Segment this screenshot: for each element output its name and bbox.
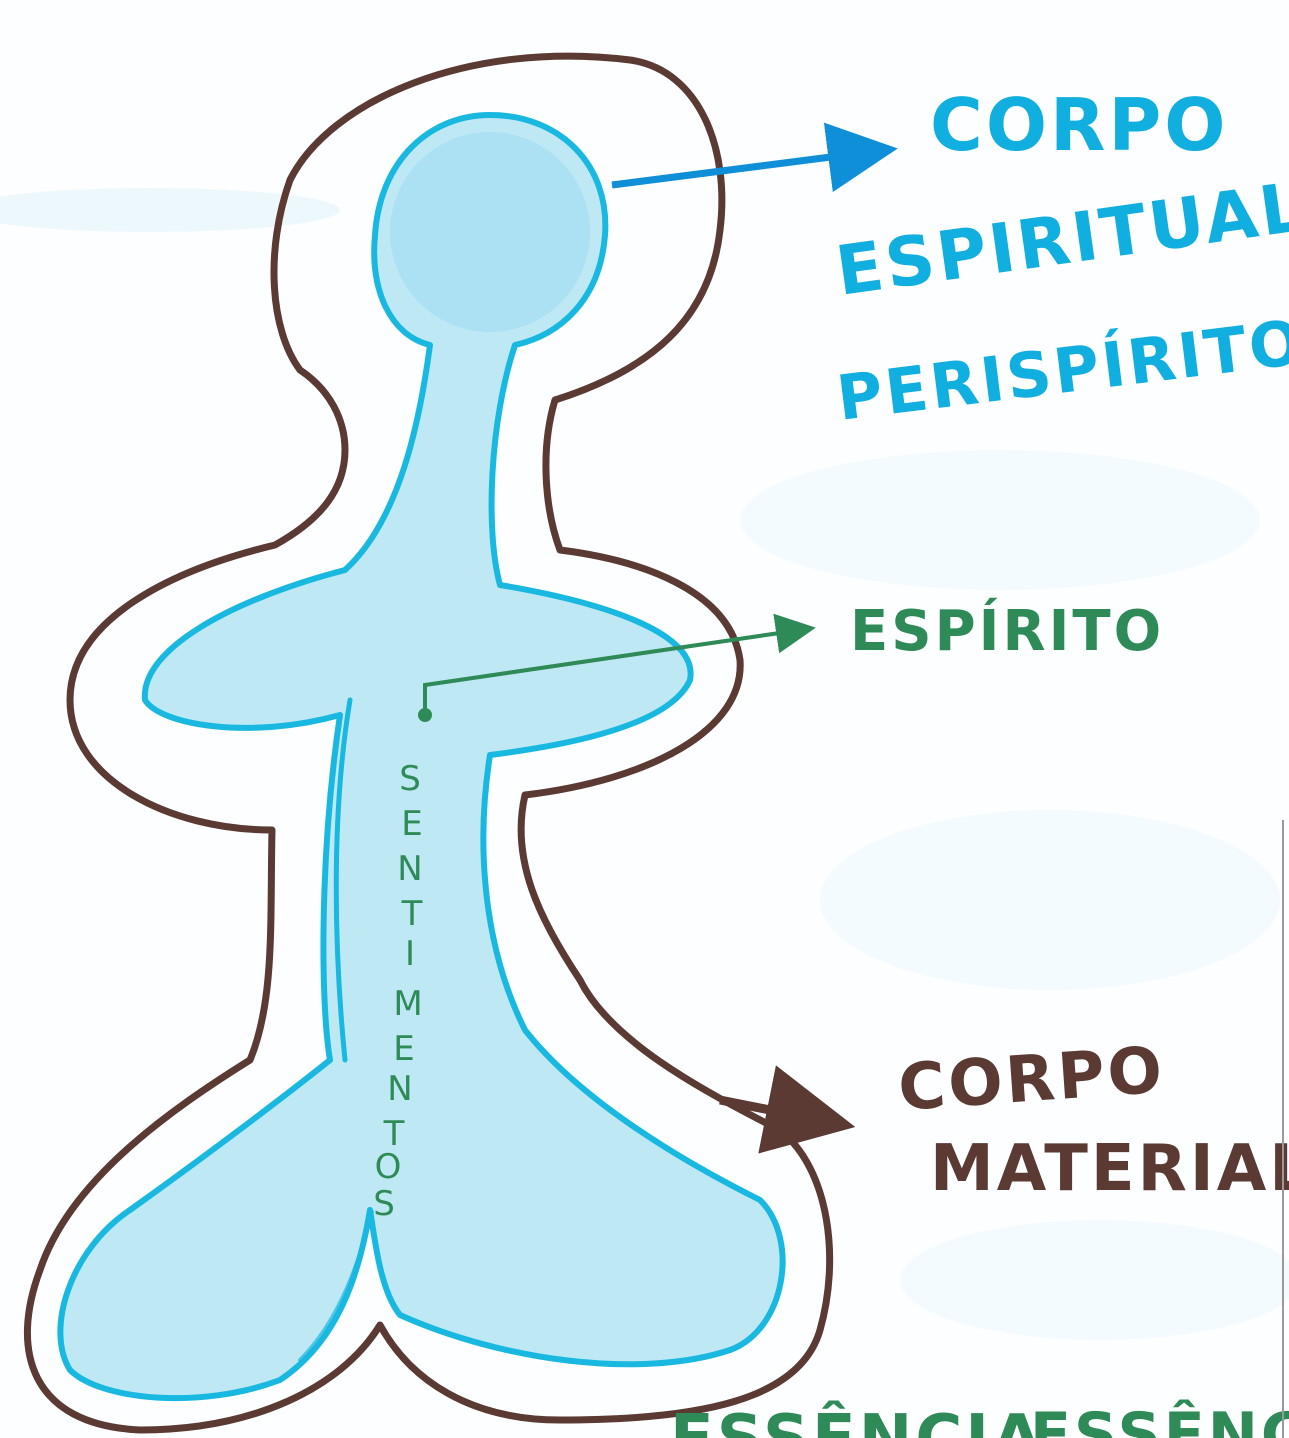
feelings-letter: S <box>373 1184 395 1224</box>
feelings-letter: N <box>387 1069 412 1109</box>
feelings-letter: M <box>393 984 422 1024</box>
arrow-to-spiritual-body <box>612 152 870 185</box>
feelings-letter: N <box>397 849 422 889</box>
spirit-origin-dot <box>418 708 432 722</box>
label-bottom-right-partial: ESSÊNCIA <box>1030 1398 1289 1438</box>
label-spiritual-body-line2: ESPIRITUAL/ <box>831 164 1289 312</box>
feelings-letter: O <box>375 1147 402 1187</box>
head-shading <box>390 132 590 332</box>
label-spiritual-body-line1: CORPO <box>930 83 1228 167</box>
label-spiritual-body-line3: PERISPÍRITO <box>833 305 1289 435</box>
label-spirit: ESPÍRITO <box>850 598 1164 664</box>
spiritual-body-shape <box>60 115 782 1398</box>
label-bottom-left-partial: ESSÊNCIA <box>670 1400 1045 1438</box>
feelings-letter: S <box>399 759 421 799</box>
feelings-letter: E <box>401 804 422 844</box>
label-material-body-line2: MATERIAL <box>930 1132 1289 1206</box>
feelings-letter: I <box>405 934 415 974</box>
label-material-body-line1: CORPO <box>896 1034 1167 1126</box>
feelings-letter: E <box>393 1029 414 1069</box>
feelings-letter: T <box>401 894 423 934</box>
